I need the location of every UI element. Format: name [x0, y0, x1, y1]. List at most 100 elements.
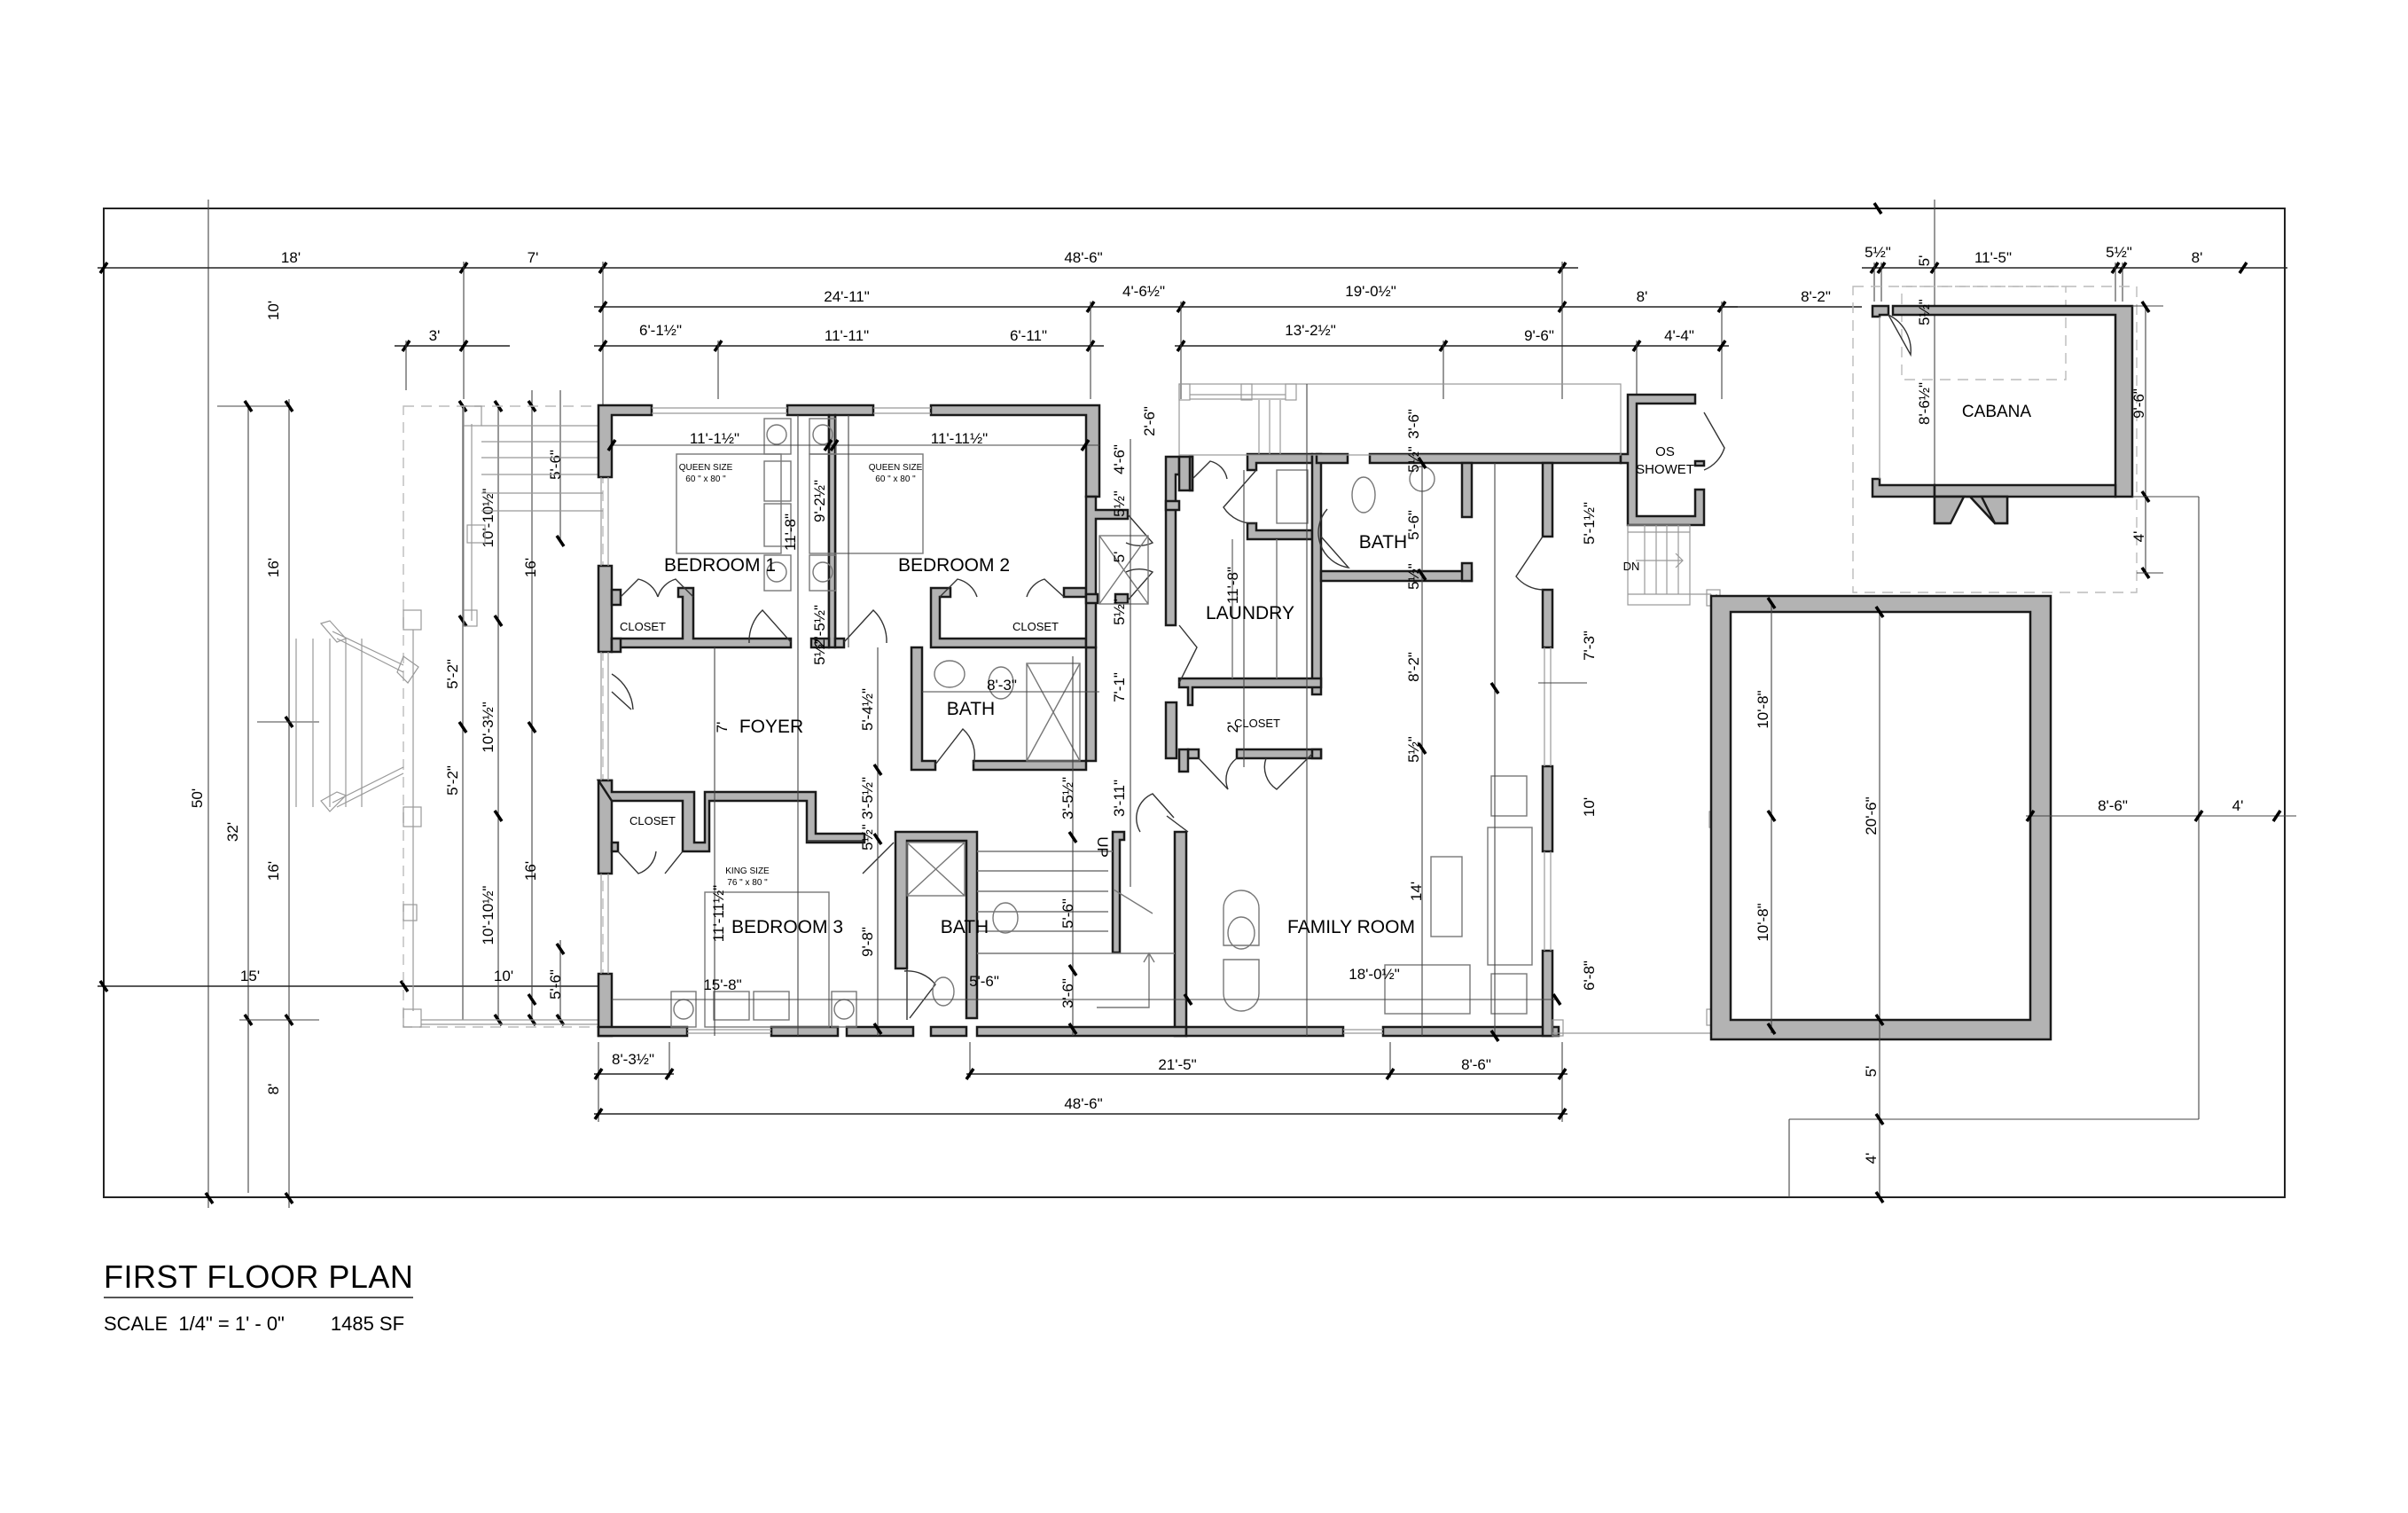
dim-text: 2'-5½": [811, 605, 828, 647]
bottom-dimensions: [593, 1042, 1568, 1122]
stair-up-label: UP: [1094, 836, 1111, 858]
room-label-family-room: FAMILY ROOM: [1287, 917, 1415, 937]
room-label-cabana: CABANA: [1962, 403, 2031, 421]
dim-text: 7'-3": [1581, 631, 1598, 661]
dim-text: 11'-11½": [710, 885, 727, 942]
dim-text: 48'-6": [1064, 249, 1102, 266]
room-label-os-shower-line2: SHOWET: [1636, 462, 1694, 477]
stair-down-label: DN: [1623, 560, 1640, 573]
dim-text: 8'-3½": [612, 1051, 654, 1068]
dim-text: 5'-6": [1405, 510, 1422, 540]
dim-text: 5': [1111, 552, 1128, 563]
dim-text: 8'-2": [1801, 288, 1831, 305]
doors: [611, 412, 1725, 1020]
dim-text: 10'-3½": [480, 702, 496, 752]
dim-text: 8'-6": [2098, 797, 2128, 814]
dim-text: 14': [1408, 882, 1425, 901]
dim-text: 50': [189, 788, 206, 808]
area-label: 1485 SF: [330, 1313, 405, 1335]
dim-text: 9'-2½": [811, 480, 828, 522]
dim-text: 4'-6½": [1122, 283, 1165, 300]
dim-text: 8'-6½": [1916, 382, 1933, 425]
dim-text: 16': [265, 558, 282, 577]
bed-label: 60 " x 80 ": [875, 474, 916, 484]
dim-text: 18'-0½": [1349, 966, 1399, 983]
dim-text: 3': [429, 327, 441, 344]
room-label-bedroom-2: BEDROOM 2: [898, 555, 1010, 576]
dim-text: 5½": [1111, 599, 1128, 625]
room-label-bath-3: BATH: [941, 917, 989, 937]
room-label-bedroom-1: BEDROOM 1: [664, 555, 776, 576]
room-label-bedroom-3: BEDROOM 3: [731, 917, 843, 937]
bed-label: QUEEN SIZE: [869, 463, 923, 473]
room-label-closet-hall: CLOSET: [1234, 717, 1280, 730]
interior-stair: [977, 851, 1175, 1008]
dim-text: 16': [522, 558, 539, 577]
dim-text: 10'-8": [1755, 690, 1771, 728]
room-label-closet-bedroom-1: CLOSET: [620, 620, 666, 633]
dim-text: 11'-5": [1974, 249, 2012, 266]
dim-text: 8': [265, 1084, 282, 1095]
dim-text: 10'-10½": [480, 886, 496, 945]
left-dimensions: [98, 390, 612, 1204]
dim-text: 9'-8": [859, 927, 876, 957]
dim-text: 15'-8": [703, 976, 741, 993]
room-label-bath-1: BATH: [947, 699, 995, 719]
cabana-building: [1852, 286, 2199, 593]
dim-text: 8'-6": [1461, 1056, 1491, 1073]
dim-text: 5½": [2106, 244, 2132, 261]
dim-text: 5'-6": [547, 450, 564, 480]
dim-text: 18': [281, 249, 301, 266]
dim-text: 5'-6": [1059, 898, 1076, 929]
dim-text: 4'-6": [1111, 444, 1128, 474]
dim-text: 24'-11": [824, 288, 870, 305]
dim-text: 3'-6": [1059, 978, 1076, 1008]
dim-text: 10'-8": [1755, 903, 1771, 941]
dim-text: 5½": [859, 824, 876, 851]
dim-text: 11'-8": [782, 513, 799, 551]
dim-text: 7': [528, 249, 539, 266]
dim-text: 20'-6": [1863, 796, 1880, 835]
room-label-foyer: FOYER: [739, 717, 803, 737]
dim-text: 5½": [1405, 446, 1422, 473]
dim-text: 5'-2": [444, 659, 461, 689]
dim-text: 5½": [1111, 490, 1128, 517]
dim-text: 11'-11": [825, 327, 869, 344]
top-dimensions: [98, 200, 2287, 497]
dim-text: 6'-8": [1581, 960, 1598, 991]
room-label-os-shower-line1: OS: [1655, 444, 1675, 459]
dim-text: 48'-6": [1064, 1095, 1102, 1112]
dim-text: 9'-6": [1524, 327, 1554, 344]
dim-text: 2': [1224, 722, 1241, 733]
dim-text: 11'-8": [1224, 567, 1241, 604]
dim-text: 15': [240, 968, 260, 984]
drawing-scale: SCALE 1/4" = 1' - 0"1485 SF: [104, 1313, 404, 1336]
dim-text: 10'-10½": [480, 489, 496, 548]
dim-text: 6'-11": [1010, 327, 1047, 344]
dim-text: 11'-1½": [690, 430, 739, 447]
dim-text: 10': [1581, 797, 1598, 817]
dim-text: 11'-11½": [931, 430, 988, 447]
dim-text: 10': [494, 968, 513, 984]
dim-text: 4': [2130, 531, 2147, 543]
dim-text: 5½": [1405, 736, 1422, 763]
windows: [600, 407, 1552, 1034]
dim-text: 5'-2": [444, 765, 461, 796]
dim-text: 5': [1863, 1066, 1880, 1078]
rear-deck: [1178, 383, 1721, 1037]
dim-text: 5½": [1405, 563, 1422, 590]
interior-dimensions: [527, 384, 1587, 1042]
dim-text: 32': [224, 822, 241, 842]
drawing-title: FIRST FLOOR PLAN: [104, 1259, 414, 1298]
dim-text: 3'-5½": [1059, 777, 1076, 819]
dim-text: 8'-2": [1405, 652, 1422, 682]
lot-boundary: [103, 200, 2286, 1208]
dim-text: 5½": [1916, 299, 1933, 325]
dim-text: 10': [265, 301, 282, 320]
dim-text: 4': [2232, 797, 2244, 814]
room-label-closet-bedroom-3: CLOSET: [629, 814, 676, 827]
dim-text: 5'-6": [969, 973, 999, 990]
dim-text: 21'-5": [1158, 1056, 1196, 1073]
dim-text: 5½": [1865, 244, 1891, 261]
